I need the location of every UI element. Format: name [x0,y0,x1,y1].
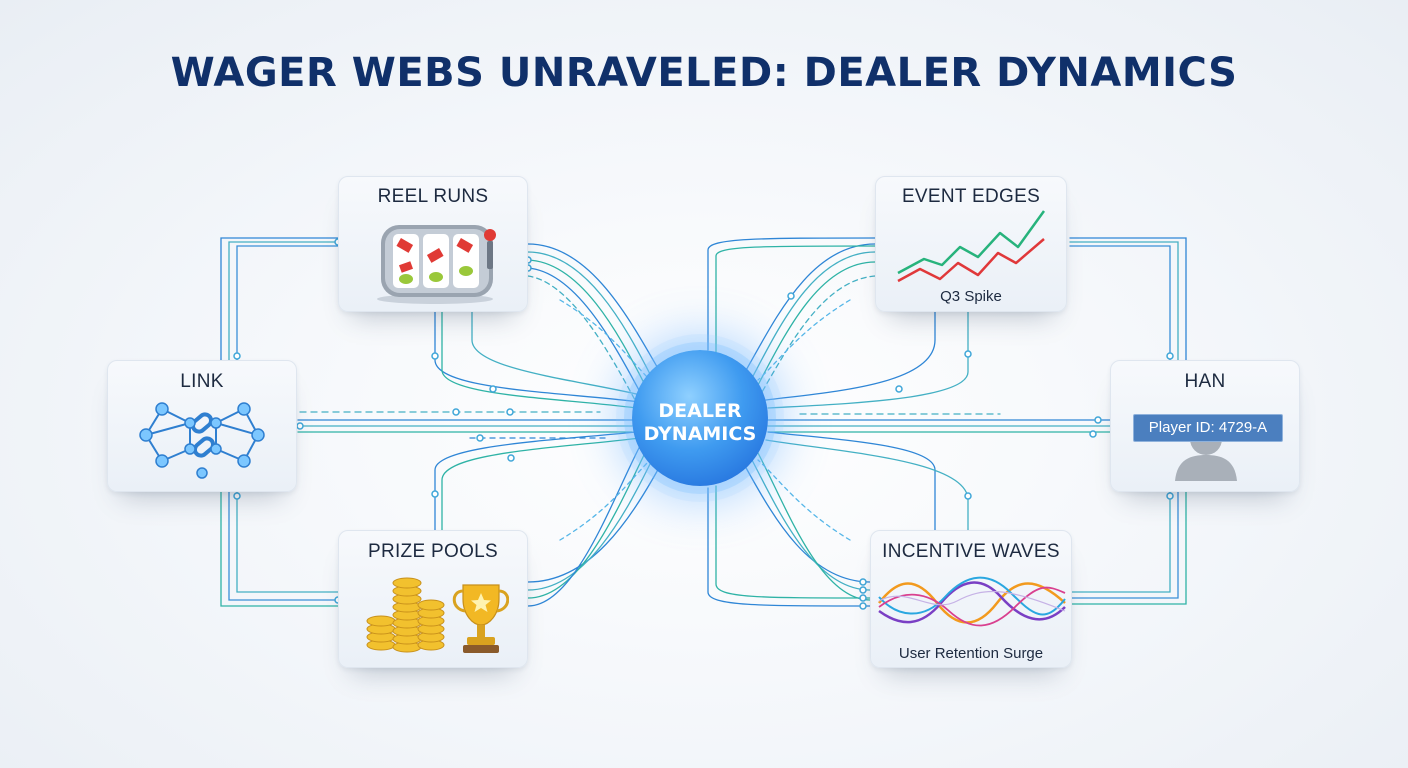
line-chart-icon [897,210,1046,283]
player-id-badge: Player ID: 4729-A [1133,414,1283,442]
node-event-edges[interactable]: EVENT EDGES Q3 Spike [875,176,1067,312]
event-edges-caption: Q3 Spike [940,288,1002,305]
hub-label-line2: DYNAMICS [643,423,757,445]
node-label-link: LINK [180,371,224,392]
node-label-reel-runs: REEL RUNS [377,186,489,207]
node-label-han: HAN [1184,371,1226,392]
hub-label: DEALER DYNAMICS [632,400,768,446]
node-han[interactable]: HAN Player ID: 4729-A [1110,360,1300,492]
waves-icon [878,576,1066,627]
node-label-incentive-waves: INCENTIVE WAVES [882,541,1060,562]
hub-label-line1: DEALER [658,400,742,422]
node-label-event-edges: EVENT EDGES [901,186,1041,207]
diagram-title: WAGER WEBS UNRAVELED: DEALER DYNAMICS [170,50,1238,96]
coins-trophy-icon [366,577,509,653]
network-link-icon [139,402,265,479]
incentive-waves-caption: User Retention Surge [898,645,1044,662]
node-prize-pools[interactable]: PRIZE POOLS [338,530,528,668]
node-reel-runs[interactable]: REEL RUNS [338,176,528,312]
node-link[interactable]: LINK [107,360,297,492]
slot-machine-icon [377,225,496,304]
node-label-prize-pools: PRIZE POOLS [367,541,498,562]
node-incentive-waves[interactable]: INCENTIVE WAVES User Retention Surge [870,530,1072,668]
dealer-dynamics-hub[interactable]: DEALER DYNAMICS [632,350,768,486]
